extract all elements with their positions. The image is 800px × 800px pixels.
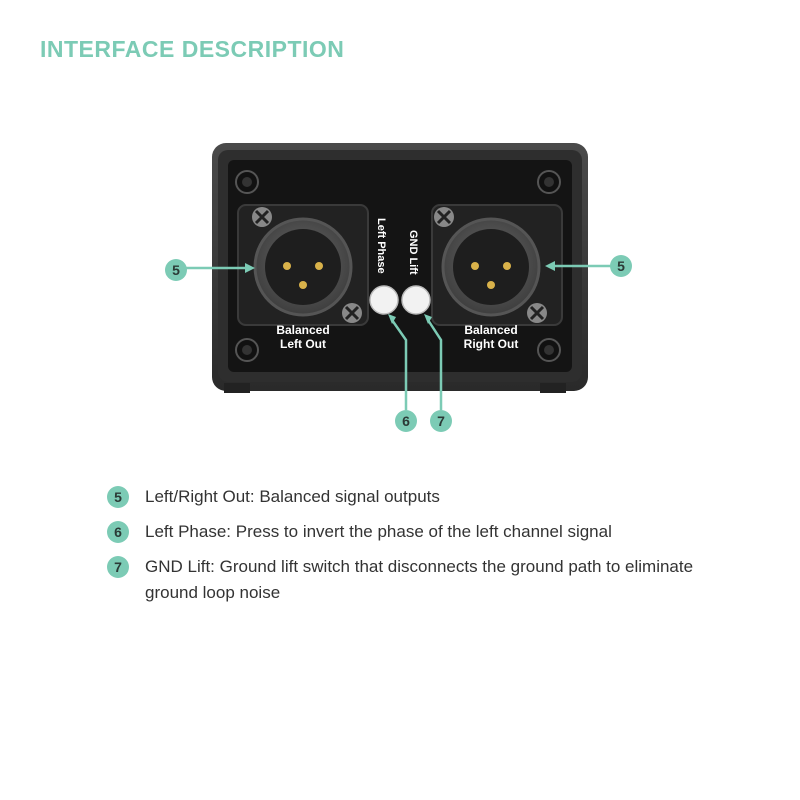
callout-number: 7 [437,413,445,429]
legend-item: 6 Left Phase: Press to invert the phase … [105,519,745,545]
screw-icon [235,170,259,194]
screw-icon [235,338,259,362]
legend-label: Left Phase: [145,522,232,541]
legend-number-badge: 6 [107,521,129,543]
legend-description: Ground lift switch that disconnects the … [145,557,694,602]
callout-badge-5-right [610,255,632,277]
callout-number: 5 [617,258,625,274]
callout-number: 6 [402,413,410,429]
legend-item: 7 GND Lift: Ground lift switch that disc… [105,554,745,606]
legend: 5 Left/Right Out: Balanced signal output… [105,484,745,615]
left-out-label-line2: Left Out [280,337,326,351]
legend-label: GND Lift: [145,557,215,576]
screw-icon [537,170,561,194]
legend-number-badge: 7 [107,556,129,578]
left-phase-button[interactable] [369,285,399,315]
legend-label: Left/Right Out: [145,487,255,506]
gnd-lift-label: GND Lift [407,230,419,275]
gnd-lift-button[interactable] [401,285,431,315]
callout-number: 5 [172,262,180,278]
left-phase-label: Left Phase [375,218,387,274]
page-title: INTERFACE DESCRIPTION [40,36,345,62]
legend-description: Balanced signal outputs [254,487,440,506]
xlr-right-connector [431,204,563,326]
screw-icon [537,338,561,362]
right-out-label-line2: Right Out [464,337,519,351]
legend-number-badge: 5 [107,486,129,508]
legend-description: Press to invert the phase of the left ch… [231,522,612,541]
callout-lines [185,264,615,410]
callout-badge-6 [395,410,417,432]
legend-item: 5 Left/Right Out: Balanced signal output… [105,484,745,510]
left-out-label-line1: Balanced [276,323,329,337]
xlr-left-connector [237,204,369,326]
right-out-label-line1: Balanced [464,323,517,337]
callout-arrowheads [245,261,555,324]
callout-badge-5-left [165,259,187,281]
callout-badge-7 [430,410,452,432]
